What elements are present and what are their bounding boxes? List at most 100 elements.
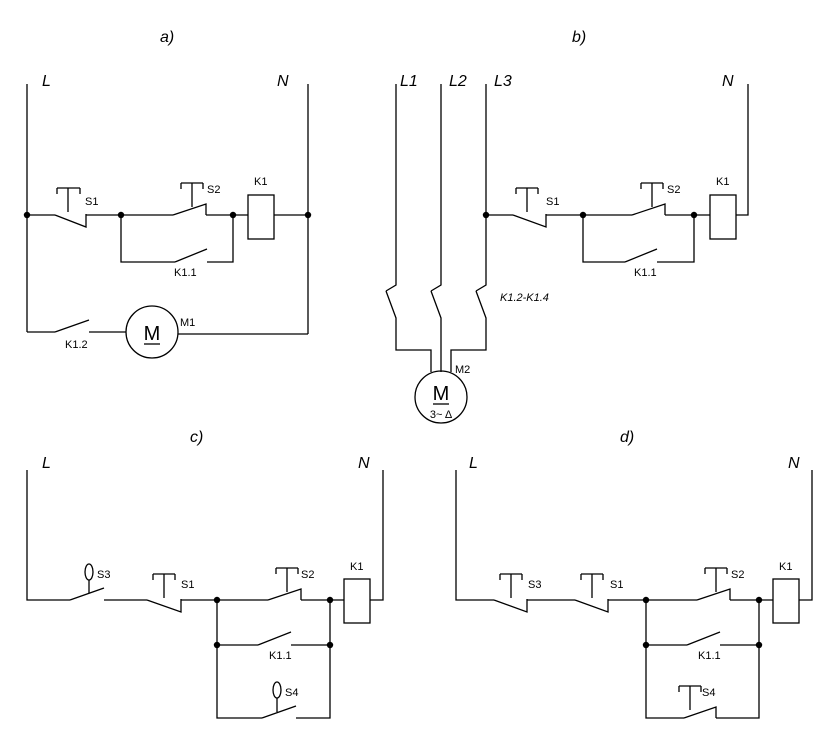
label-k1-2: K1.2 bbox=[65, 339, 88, 351]
rail-label-l: L bbox=[469, 455, 478, 472]
panel-c-title: c) bbox=[190, 429, 203, 446]
coil-k1 bbox=[343, 578, 371, 624]
label-k1-1: K1.1 bbox=[698, 650, 721, 662]
label-s1: S1 bbox=[610, 579, 623, 591]
junction-dot bbox=[326, 596, 334, 604]
junction-dot bbox=[213, 641, 221, 649]
switch-s4 bbox=[261, 681, 297, 719]
pushbutton-s2 bbox=[631, 182, 666, 216]
wire bbox=[216, 600, 258, 646]
label-s3: S3 bbox=[97, 569, 110, 581]
contact-k1-2 bbox=[54, 319, 90, 333]
junction-dot bbox=[213, 596, 221, 604]
junction-dot bbox=[755, 596, 763, 604]
phase-label-l2: L2 bbox=[449, 73, 467, 90]
contact-k1-3 bbox=[430, 290, 442, 372]
pushbutton-s1 bbox=[574, 573, 609, 613]
motor-m2-type: 3~ Δ bbox=[430, 409, 453, 421]
junction-dot bbox=[482, 211, 490, 219]
switch-s3 bbox=[69, 563, 105, 601]
panel-d: d) L N S3 S1 S2 K1 K1.1 bbox=[455, 429, 813, 719]
motor-m1-symbol: M bbox=[144, 323, 161, 345]
pushbutton-s4 bbox=[678, 685, 717, 719]
junction-dot bbox=[755, 641, 763, 649]
wire bbox=[291, 600, 331, 646]
coil-k1 bbox=[772, 578, 800, 624]
wire bbox=[645, 645, 684, 719]
label-s2: S2 bbox=[731, 569, 744, 581]
panel-b: b) L1 L2 L3 N K1.2-K1.4 M 3~ Δ M2 S1 S2 bbox=[385, 29, 749, 424]
label-m2: M2 bbox=[455, 364, 470, 376]
motor-m1 bbox=[125, 305, 179, 359]
pushbutton-s1 bbox=[512, 187, 547, 228]
wire bbox=[216, 645, 262, 719]
contact-k1-1 bbox=[174, 248, 208, 263]
contact-k1-4 bbox=[450, 290, 487, 372]
phase-l3 bbox=[475, 84, 487, 292]
label-k1-1: K1.1 bbox=[174, 267, 197, 279]
rail-n bbox=[799, 470, 813, 601]
junction-dot bbox=[642, 641, 650, 649]
phase-l2 bbox=[430, 84, 442, 292]
motor-m2 bbox=[414, 370, 468, 424]
wire bbox=[716, 645, 760, 719]
rail-label-n: N bbox=[788, 455, 800, 472]
label-k1-1: K1.1 bbox=[634, 267, 657, 279]
rail-label-n: N bbox=[722, 73, 734, 90]
junction-dot bbox=[304, 211, 312, 219]
label-s4: S4 bbox=[702, 687, 715, 699]
wire bbox=[582, 215, 625, 263]
label-k1: K1 bbox=[350, 561, 363, 573]
wire bbox=[296, 645, 331, 719]
pushbutton-s1 bbox=[146, 573, 182, 613]
label-s2: S2 bbox=[301, 569, 314, 581]
rail-label-l: L bbox=[42, 455, 51, 472]
contact-k1-1 bbox=[624, 248, 658, 263]
junction-dot bbox=[579, 211, 587, 219]
panel-a: a) L N S1 S2 K1 K1.1 K1.2 bbox=[23, 29, 312, 359]
phase-l1 bbox=[385, 84, 397, 292]
wire bbox=[645, 600, 687, 646]
pushbutton-s2 bbox=[172, 182, 207, 216]
phase-label-l3: L3 bbox=[494, 73, 512, 90]
label-s4: S4 bbox=[285, 687, 298, 699]
junction-dot bbox=[117, 211, 125, 219]
panel-a-title: a) bbox=[160, 29, 174, 46]
junction-dot bbox=[229, 211, 237, 219]
contact-k1-2 bbox=[385, 290, 432, 372]
rail-label-n: N bbox=[277, 73, 289, 90]
label-s2: S2 bbox=[207, 184, 220, 196]
label-contacts: K1.2-K1.4 bbox=[500, 292, 549, 304]
panel-d-title: d) bbox=[620, 429, 634, 446]
label-s2: S2 bbox=[667, 184, 680, 196]
panel-c: c) L N S3 S1 S2 K1 K1.1 bbox=[26, 429, 384, 719]
contact-k1-1 bbox=[257, 631, 292, 646]
rail-l bbox=[455, 470, 494, 601]
contact-k1-1 bbox=[686, 631, 721, 646]
label-k1: K1 bbox=[254, 176, 267, 188]
motor-m2-symbol: M bbox=[433, 383, 450, 405]
rail-label-n: N bbox=[358, 455, 370, 472]
wire bbox=[120, 215, 175, 263]
phase-label-l1: L1 bbox=[400, 73, 418, 90]
rail-n bbox=[736, 84, 749, 216]
panel-b-title: b) bbox=[572, 29, 586, 46]
label-k1-1: K1.1 bbox=[269, 650, 292, 662]
rail-label-l: L bbox=[42, 73, 51, 90]
label-s3: S3 bbox=[528, 579, 541, 591]
label-m1: M1 bbox=[180, 317, 195, 329]
label-s1: S1 bbox=[181, 579, 194, 591]
junction-dot bbox=[642, 596, 650, 604]
rail-n bbox=[370, 470, 384, 601]
coil-k1 bbox=[709, 194, 737, 240]
pushbutton-s2 bbox=[267, 567, 302, 601]
junction-dot bbox=[23, 211, 31, 219]
junction-dot bbox=[326, 641, 334, 649]
wire bbox=[720, 600, 760, 646]
label-k1: K1 bbox=[716, 176, 729, 188]
rail-l bbox=[26, 470, 70, 601]
junction-dot bbox=[690, 211, 698, 219]
coil-k1 bbox=[247, 194, 275, 240]
label-s1: S1 bbox=[85, 196, 98, 208]
